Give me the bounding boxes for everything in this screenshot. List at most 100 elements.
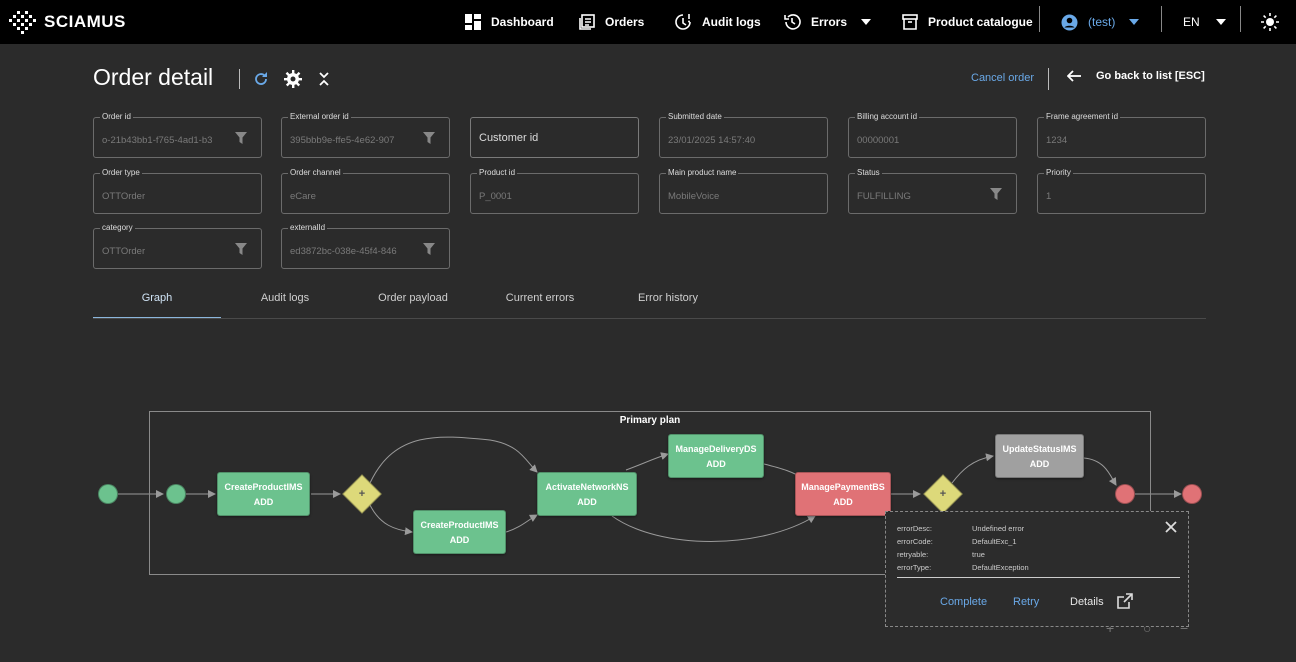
billing-account-id-field[interactable]: Billing account id 00000001 (848, 112, 1017, 158)
go-back-button[interactable]: Go back to list [ESC] (1067, 70, 1205, 82)
sun-icon (1261, 13, 1279, 31)
tab-error-history[interactable]: Error history (638, 292, 698, 304)
tab-order-payload[interactable]: Order payload (378, 292, 448, 304)
nav-errors-label: Errors (811, 15, 848, 29)
error-value: Undefined error (972, 524, 1025, 533)
external-id-field[interactable]: externalId ed3872bc-038e-45f4-846 (281, 223, 450, 269)
go-back-label: Go back to list [ESC] (1096, 70, 1205, 82)
field-value: OTTOrder (102, 191, 146, 202)
filter-icon[interactable] (423, 132, 435, 144)
archive-icon (902, 14, 918, 30)
close-icon[interactable] (1164, 520, 1178, 534)
order-channel-field[interactable]: Order channel eCare (281, 168, 450, 214)
error-value: true (972, 550, 985, 559)
open-external-icon[interactable] (1117, 593, 1133, 609)
filter-icon[interactable] (990, 188, 1002, 200)
language-label: EN (1183, 15, 1200, 29)
account-circle-icon (1061, 14, 1078, 30)
error-key: retryable: (897, 550, 929, 559)
details-button[interactable]: Details (1070, 596, 1104, 608)
error-value: DefaultException (972, 563, 1029, 572)
field-label: Frame agreement id (1044, 112, 1121, 122)
main-product-name-field[interactable]: Main product name MobileVoice (659, 168, 828, 214)
product-id-field[interactable]: Product id P_0001 (470, 168, 639, 214)
task-manage-payment-bs[interactable]: ManagePaymentBS ADD (795, 472, 891, 516)
field-label: Order id (100, 112, 133, 122)
field-value: OTTOrder (102, 246, 146, 257)
error-popup: errorDesc: Undefined error errorCode: De… (885, 511, 1189, 627)
task-action: ADD (577, 496, 597, 507)
language-select[interactable]: EN (1183, 0, 1226, 44)
field-label: Product id (477, 168, 518, 178)
graph-edge (625, 452, 669, 471)
zoom-reset-button[interactable]: ○ (1143, 620, 1152, 636)
field-value: FULFILLING (857, 191, 911, 202)
filter-icon[interactable] (235, 243, 247, 255)
start-event[interactable] (98, 484, 118, 504)
complete-button[interactable]: Complete (940, 596, 988, 608)
nav-orders-label: Orders (605, 15, 645, 29)
popup-divider (897, 577, 1180, 578)
field-value: ed3872bc-038e-45f4-846 (290, 246, 397, 257)
submitted-date-field[interactable]: Submitted date 23/01/2025 14:57:40 (659, 112, 828, 158)
field-label: Order channel (288, 168, 343, 178)
nav-errors[interactable]: Errors (783, 0, 872, 44)
task-name: UpdateStatusIMS (1002, 443, 1077, 454)
task-action: ADD (833, 496, 853, 507)
field-value: 23/01/2025 14:57:40 (668, 135, 756, 146)
plan-end-event[interactable] (1115, 484, 1135, 504)
customer-id-field[interactable]: Customer id (470, 117, 639, 158)
plan-start-event[interactable] (166, 484, 186, 504)
nav-dashboard-label: Dashboard (491, 15, 554, 29)
sciamus-logo-icon (9, 11, 36, 34)
category-field[interactable]: category OTTOrder (93, 223, 262, 269)
task-name: ManageDeliveryDS (675, 443, 757, 454)
field-label: Submitted date (666, 112, 724, 122)
user-name: (test) (1088, 15, 1116, 29)
retry-button[interactable]: Retry (1013, 596, 1040, 608)
zoom-out-button[interactable]: − (1180, 620, 1189, 636)
status-field[interactable]: Status FULFILLING (848, 168, 1017, 214)
nav-audit-logs[interactable]: Audit logs (674, 0, 761, 44)
nav-dashboard[interactable]: Dashboard (465, 0, 554, 44)
user-menu[interactable]: (test) (1061, 0, 1140, 44)
frame-agreement-id-field[interactable]: Frame agreement id 1234 (1037, 112, 1206, 158)
tab-graph[interactable]: Graph (93, 286, 221, 318)
field-label: category (100, 223, 135, 233)
settings-button[interactable] (282, 68, 304, 90)
nav-audit-logs-label: Audit logs (702, 15, 761, 29)
nav-orders[interactable]: Orders (579, 0, 644, 44)
priority-field[interactable]: Priority 1 (1037, 168, 1206, 214)
task-create-product-ims-2[interactable]: CreateProductIMS ADD (413, 510, 506, 554)
error-key: errorCode: (897, 537, 933, 546)
field-value: P_0001 (479, 191, 512, 202)
nav-product-catalogue[interactable]: Product catalogue (902, 0, 1033, 44)
cancel-order-button[interactable]: Cancel order (971, 72, 1034, 84)
refresh-button[interactable] (250, 68, 272, 90)
end-event[interactable] (1182, 484, 1202, 504)
task-activate-network-ns[interactable]: ActivateNetworkNS ADD (537, 472, 637, 516)
nav-product-catalogue-label: Product catalogue (928, 15, 1033, 29)
filter-icon[interactable] (235, 132, 247, 144)
filter-icon[interactable] (423, 243, 435, 255)
theme-toggle[interactable] (1261, 0, 1279, 44)
collapse-button[interactable] (313, 68, 335, 90)
page-title: Order detail (93, 64, 214, 90)
field-value: eCare (290, 191, 316, 202)
customer-id-placeholder: Customer id (479, 132, 539, 144)
tab-current-errors[interactable]: Current errors (505, 292, 575, 304)
tab-audit-logs[interactable]: Audit logs (260, 292, 310, 304)
task-manage-delivery-ds[interactable]: ManageDeliveryDS ADD (668, 434, 764, 478)
refresh-icon (255, 72, 267, 85)
task-name: CreateProductIMS (224, 481, 303, 492)
graph-edge (369, 504, 413, 536)
field-value: 395bbb9e-ffe5-4e62-907 (290, 135, 395, 146)
order-graph: Primary plan CreateProductIMS ADD + Crea… (0, 320, 1296, 662)
task-update-status-ims[interactable]: UpdateStatusIMS ADD (995, 434, 1084, 478)
order-id-field[interactable]: Order id o-21b43bb1-f765-4ad1-b3 (93, 112, 262, 158)
zoom-in-button[interactable]: + (1106, 620, 1115, 636)
external-order-id-field[interactable]: External order id 395bbb9e-ffe5-4e62-907 (281, 112, 450, 158)
brand-logo[interactable]: SCIAMUS (8, 8, 126, 36)
task-create-product-ims[interactable]: CreateProductIMS ADD (217, 472, 310, 516)
order-type-field[interactable]: Order type OTTOrder (93, 168, 262, 214)
